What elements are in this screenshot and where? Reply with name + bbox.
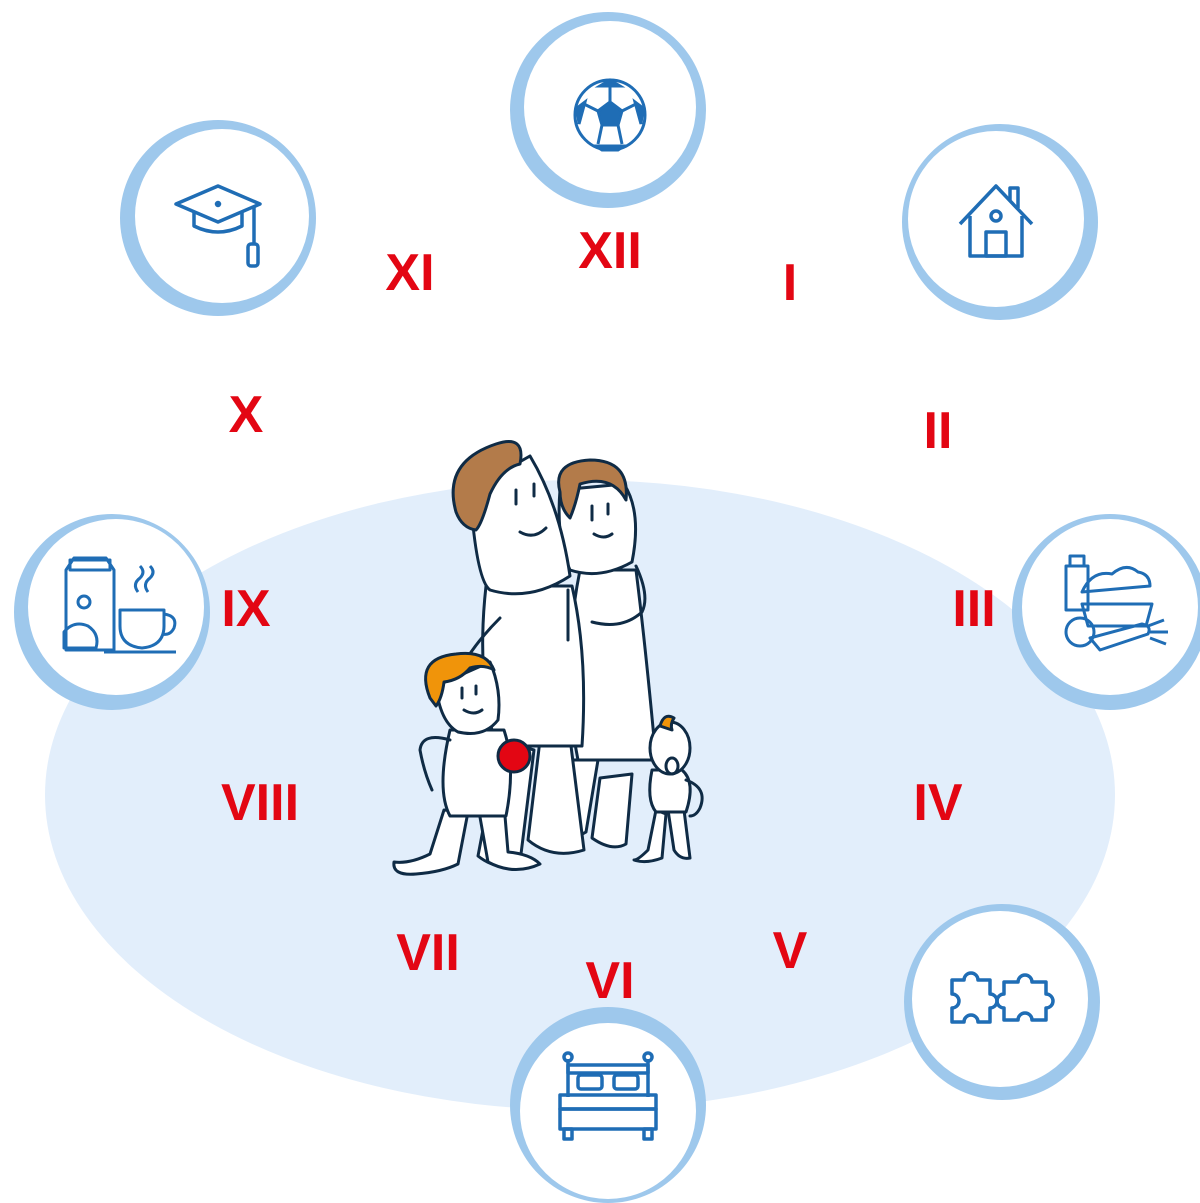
- numeral-iv: IV: [913, 774, 962, 832]
- activity-circle-education: [120, 120, 316, 316]
- groceries-icon: [1064, 554, 1168, 652]
- graduation-cap-icon: [174, 184, 262, 268]
- house-icon: [958, 184, 1034, 258]
- activity-circle-soccer: [510, 12, 706, 208]
- soccer-ball-icon: [573, 78, 647, 152]
- numeral-v: V: [773, 922, 808, 980]
- numeral-xi: XI: [385, 244, 434, 302]
- numeral-x: X: [229, 386, 264, 444]
- puzzle-icon: [950, 971, 1055, 1024]
- activity-circle-puzzle: [904, 904, 1100, 1100]
- boy-hair: [424, 651, 496, 708]
- breakfast-icon: [62, 556, 177, 654]
- activity-circle-bed: [510, 1007, 706, 1203]
- family-illustration: [392, 440, 704, 876]
- activity-circle-home: [902, 124, 1098, 320]
- numeral-iii: III: [952, 580, 995, 638]
- activity-circle-groceries: [1012, 514, 1200, 710]
- baby-hair: [658, 714, 676, 732]
- numeral-ii: II: [924, 402, 953, 460]
- numeral-xii: XII: [578, 222, 642, 280]
- numeral-viii: VIII: [221, 774, 299, 832]
- bed-icon: [558, 1051, 658, 1141]
- numeral-i: I: [783, 254, 797, 312]
- activity-circle-breakfast: [14, 514, 210, 710]
- numeral-ix: IX: [221, 580, 270, 638]
- mother-hair: [557, 458, 628, 520]
- numeral-vi: VI: [585, 952, 634, 1010]
- numeral-vii: VII: [396, 924, 460, 982]
- father-figure: [451, 440, 586, 868]
- boy-figure: [392, 651, 542, 876]
- baby-figure: [632, 714, 704, 864]
- father-hair: [451, 440, 523, 532]
- red-ball: [496, 738, 532, 774]
